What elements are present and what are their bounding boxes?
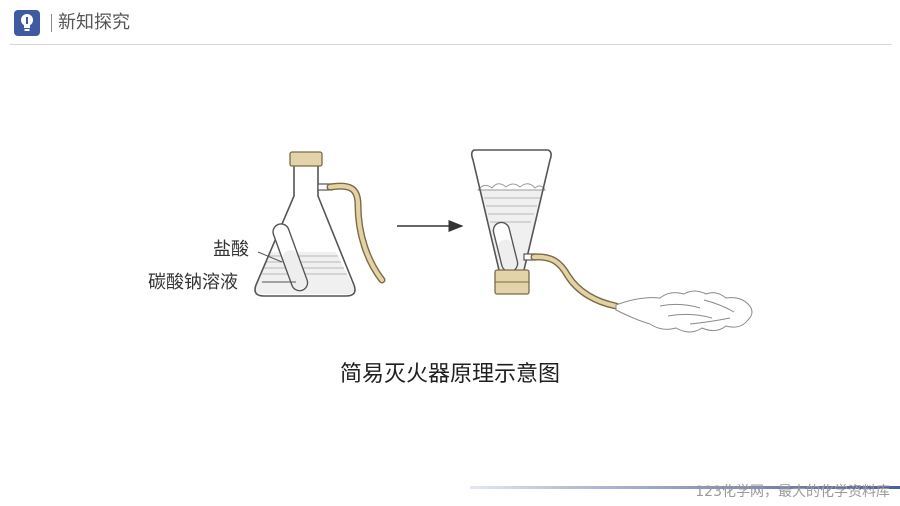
header-divider xyxy=(10,44,892,45)
lightbulb-icon xyxy=(14,10,40,36)
footer-line-light xyxy=(470,486,570,489)
acid-leader-line xyxy=(257,251,283,263)
rubber-tube-right xyxy=(530,253,620,310)
foam xyxy=(476,183,546,191)
upright-flask: 盐酸 碳酸钠溶液 xyxy=(148,151,386,297)
flask-stopper xyxy=(289,151,323,167)
footer-line-dark xyxy=(570,486,900,489)
acid-test-tube xyxy=(272,223,309,292)
section-title: 新知探究 xyxy=(58,12,130,33)
acid-label: 盐酸 xyxy=(213,239,249,260)
foam-spray xyxy=(615,290,753,333)
header-bar: 新知探究 xyxy=(0,0,900,46)
flask-body xyxy=(254,162,356,297)
watermark-text: 123化学网，最大的化学资料库 xyxy=(695,484,890,500)
diagram-caption: 简易灭火器原理示意图 xyxy=(339,362,560,387)
header-separator xyxy=(51,14,52,32)
inverted-flask xyxy=(470,149,753,333)
carbonate-label: 碳酸钠溶液 xyxy=(148,272,238,293)
